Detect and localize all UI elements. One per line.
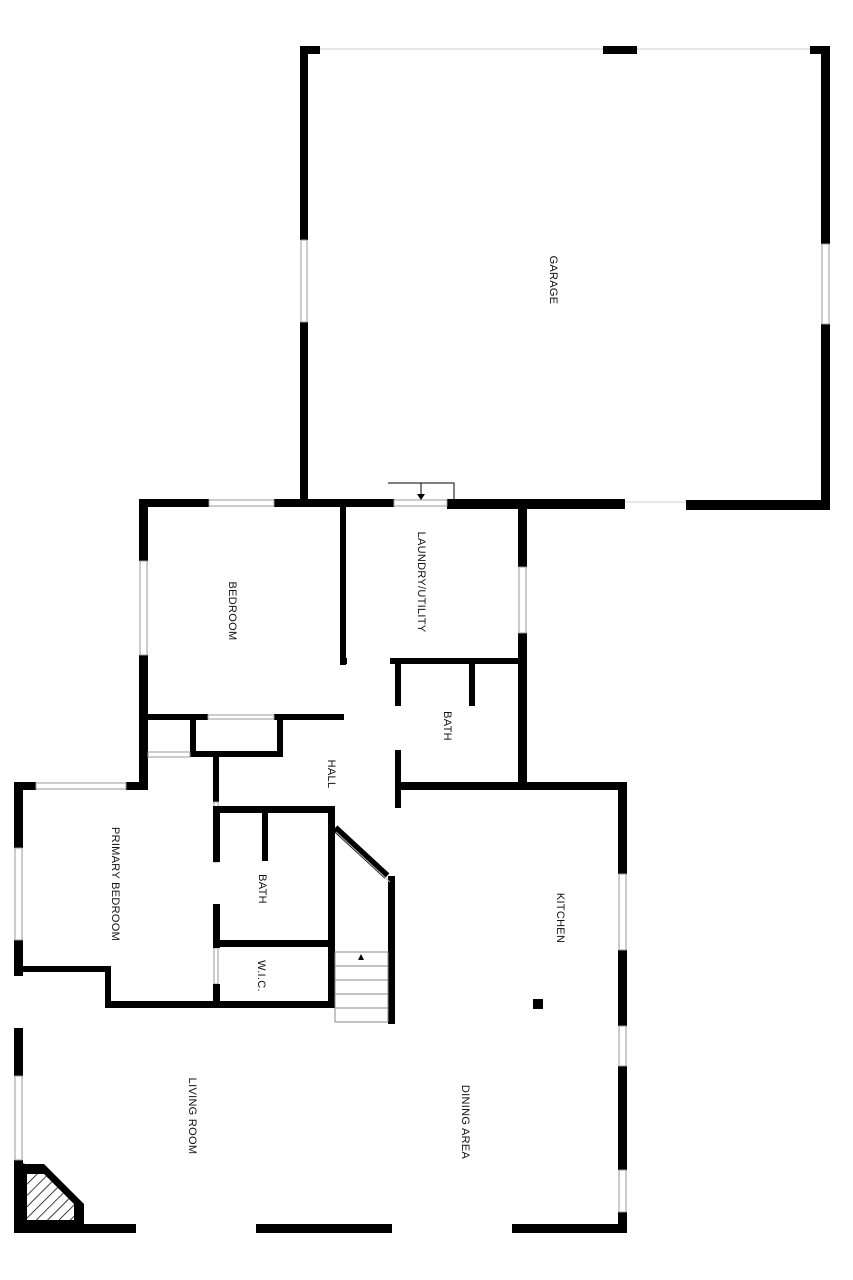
stair-arrow-icon bbox=[358, 954, 364, 960]
door-arrow-icon bbox=[417, 494, 425, 500]
label-bedroom: BEDROOM bbox=[226, 582, 238, 641]
bath-lower-walls bbox=[213, 806, 335, 1008]
kitchen-walls bbox=[512, 782, 627, 1233]
label-primary-bedroom: PRIMARY BEDROOM bbox=[109, 827, 121, 941]
bath-upper-walls bbox=[395, 658, 625, 808]
bedroom-walls bbox=[139, 499, 347, 789]
label-garage: GARAGE bbox=[547, 256, 559, 305]
living-room-walls bbox=[14, 1028, 392, 1233]
laundry-walls bbox=[390, 505, 527, 788]
garage-windows bbox=[300, 48, 830, 503]
label-laundry: LAUNDRY/UTILITY bbox=[415, 532, 427, 633]
bedroom-windows bbox=[139, 499, 275, 758]
label-wic: W.I.C. bbox=[255, 960, 267, 992]
living-room-window bbox=[14, 1075, 23, 1161]
label-living-room: LIVING ROOM bbox=[186, 1078, 198, 1155]
label-hall: HALL bbox=[325, 760, 337, 789]
label-bath-upper: BATH bbox=[441, 711, 453, 741]
laundry-window bbox=[518, 566, 527, 634]
garage-walls bbox=[300, 46, 830, 510]
label-kitchen: KITCHEN bbox=[554, 893, 566, 943]
stairs bbox=[332, 825, 395, 1024]
column-icon bbox=[533, 999, 543, 1009]
label-bath-lower: BATH bbox=[256, 874, 268, 904]
label-dining-area: DINING AREA bbox=[459, 1085, 471, 1160]
kitchen-windows bbox=[618, 873, 627, 1213]
fireplace-icon bbox=[22, 1163, 84, 1224]
garage-door bbox=[388, 482, 455, 507]
primary-bedroom-walls bbox=[14, 756, 335, 1008]
